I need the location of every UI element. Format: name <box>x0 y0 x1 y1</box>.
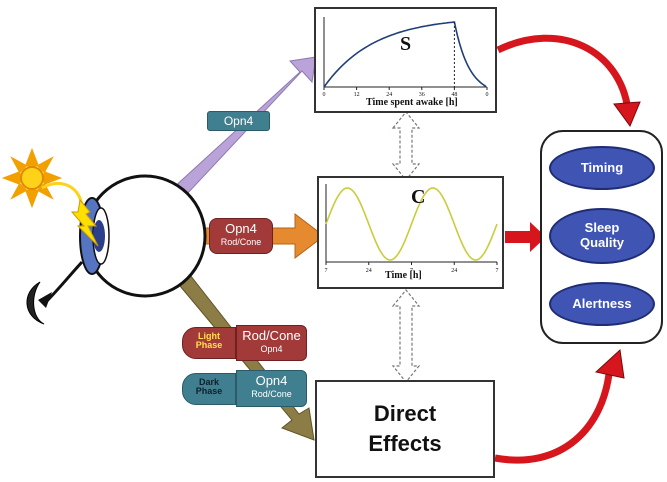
dashed-arrow-s-c <box>391 111 421 181</box>
outcome-alertness: Alertness <box>549 282 655 326</box>
s-tick-label: 48 <box>451 92 457 98</box>
c-tick-label: 7 <box>410 268 413 274</box>
outcome-sleep-quality-label: Sleep Quality <box>579 220 625 250</box>
opn4-mid-label: Opn4 <box>225 221 257 236</box>
s-tick-label: 0 <box>486 92 489 98</box>
dashed-arrow-c-direct <box>391 289 421 383</box>
s-tick-label: 12 <box>354 92 360 98</box>
s-letter: S <box>400 33 412 55</box>
s-tick-label: 24 <box>386 92 392 98</box>
s-tick-label: 36 <box>419 92 425 98</box>
direct-effects-box: Direct Effects <box>315 380 495 478</box>
s-curve <box>323 21 487 88</box>
opn4-top-pill: Opn4 <box>207 111 270 131</box>
dark-phase-pill: Dark Phase <box>182 373 236 405</box>
opn4-light-sub-label: Opn4 <box>260 343 283 354</box>
rod-cone-light-pill: Rod/Cone Opn4 <box>236 325 307 361</box>
rod-cone-light-label: Rod/Cone <box>242 328 301 343</box>
moon-icon <box>26 260 84 325</box>
c-xlabel: Time [h] <box>385 270 422 281</box>
c-plot: 7 24 7 24 7 <box>325 184 499 274</box>
s-plot: 0 12 24 36 48 0 <box>323 17 489 98</box>
c-letter: C <box>411 186 426 208</box>
outcome-sleep-quality: Sleep Quality <box>549 208 655 264</box>
opn4-rod-cone-pill: Opn4 Rod/Cone <box>209 218 273 254</box>
rod-cone-mid-label: Rod/Cone <box>220 236 262 247</box>
arrow-c-to-outcomes <box>505 222 546 252</box>
arrow-s-to-outcomes <box>496 34 632 111</box>
panel-c: 7 24 7 24 7 C Time [h] <box>317 176 504 289</box>
c-tick-label: 24 <box>451 268 457 274</box>
opn4-dark-pill: Opn4 Rod/Cone <box>236 370 307 407</box>
light-phase-label: Light Phase <box>195 331 223 351</box>
opn4-top-label: Opn4 <box>223 114 254 128</box>
outcome-timing-label: Timing <box>580 159 624 175</box>
c-tick-label: 7 <box>325 268 328 274</box>
dark-phase-label: Dark Phase <box>195 377 223 397</box>
eye-icon <box>79 174 207 298</box>
rod-cone-dark-sub-label: Rod/Cone <box>251 388 292 399</box>
s-tick-label: 0 <box>323 92 326 98</box>
lightning-icon <box>70 198 99 247</box>
s-xlabel: Time spent awake [h] <box>366 97 458 108</box>
c-tick-label: 7 <box>496 268 499 274</box>
opn4-dark-label: Opn4 <box>255 373 288 388</box>
outcome-alertness-label: Alertness <box>572 295 632 311</box>
direct-effects-label: Direct Effects <box>368 401 442 456</box>
light-phase-pill: Light Phase <box>182 327 236 359</box>
c-curve <box>325 187 498 261</box>
arrow-direct-to-outcomes <box>494 364 614 464</box>
outcome-timing: Timing <box>549 146 655 190</box>
sun-icon <box>1 147 63 209</box>
panel-s: 0 12 24 36 48 0 S Time spent awake [h] <box>314 7 497 113</box>
arrow-to-s <box>159 56 317 211</box>
c-tick-label: 24 <box>366 268 372 274</box>
